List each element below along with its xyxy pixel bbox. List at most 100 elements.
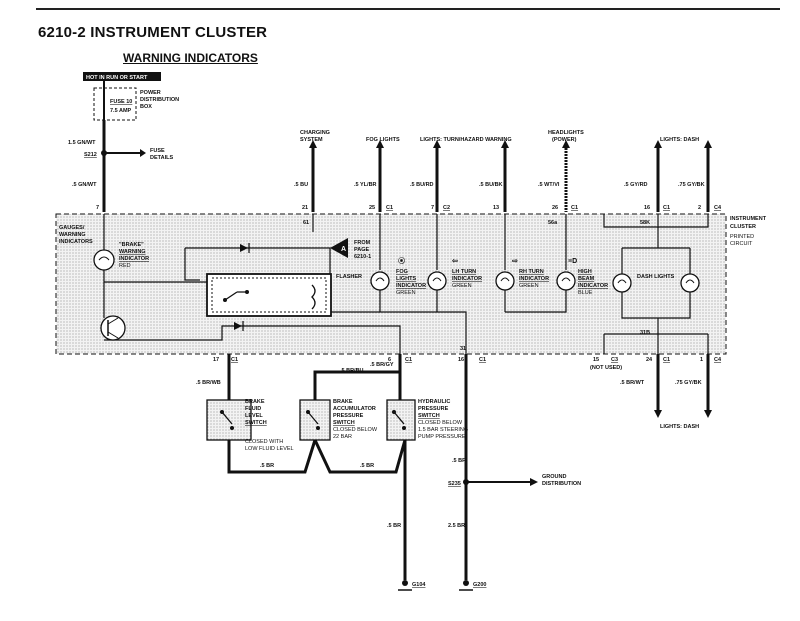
hot-label-box [83, 72, 161, 81]
fuse-box [93, 87, 137, 121]
from-page-letter: A [341, 246, 346, 253]
flasher-box [206, 273, 332, 317]
top-rule [36, 8, 780, 10]
not-used-label: (NOT USED) [590, 365, 622, 371]
rh-ind-3: GREEN [519, 283, 539, 289]
pin-c2: C2 [443, 205, 450, 211]
right-arrow-icon: ⇨ [512, 258, 518, 265]
headlight-symbol-icon: ≡D [568, 258, 577, 265]
fuse-rating: 7.5 AMP [110, 108, 132, 114]
fog-lamp-icon [370, 271, 390, 291]
rh-ind-1: RH TURN [519, 269, 544, 275]
fuse-details-1: FUSE [150, 148, 165, 154]
accum-4: SWITCH [333, 420, 355, 426]
pin-21: 21 [302, 205, 308, 211]
brake-ind-1: "BRAKE" [119, 242, 144, 248]
pin-7: 7 [96, 205, 99, 211]
brake-accumulator-switch [299, 399, 331, 441]
ground-dist-1: GROUND [542, 474, 566, 480]
fog-symbol-icon: ⦿ [398, 256, 405, 265]
pin-c1-c: C1 [663, 205, 670, 211]
pin-1: 1 [700, 357, 703, 363]
wire-15gnwt: 1.5 GN/WT [68, 140, 96, 146]
ground-g200: G200 [473, 582, 486, 588]
node-31b: 31B [640, 330, 650, 336]
pin-6: 6 [388, 357, 391, 363]
hydr-2: PRESSURE [418, 406, 449, 412]
gauges-3: INDICATORS [59, 239, 93, 245]
pc-label-2: CIRCUIT [730, 241, 753, 247]
accum-2: ACCUMULATOR [333, 406, 376, 412]
gauges-2: WARNING [59, 232, 86, 238]
top-dash: LIGHTS: DASH [660, 137, 699, 143]
pin-c4-b: C4 [714, 357, 722, 363]
hydraulic-pressure-switch [386, 399, 416, 441]
pin-16b: 16 [458, 357, 464, 363]
pin-c1-a: C1 [386, 205, 393, 211]
pin-c1-b: C1 [571, 205, 578, 211]
hot-label: HOT IN RUN OR START [86, 75, 148, 81]
dash-lights-label: DASH LIGHTS [637, 274, 675, 280]
pin-c1-e: C1 [405, 357, 412, 363]
fluid-4: SWITCH [245, 420, 267, 426]
top-headlights-2: (POWER) [552, 137, 577, 143]
pin-c1-g: C1 [663, 357, 670, 363]
wire-5burd: .5 BU/RD [410, 182, 434, 188]
accum-1: BRAKE [333, 399, 353, 405]
hydr-3: SWITCH [418, 413, 440, 419]
hydr-6: PUMP PRESSURE [418, 434, 466, 440]
from-page-1: FROM [354, 240, 371, 246]
brake-fluid-switch [206, 399, 252, 441]
fluid-6: LOW FLUID LEVEL [245, 446, 294, 452]
ground-g104-icon [398, 580, 412, 591]
hb-ind-2: BEAM [578, 276, 595, 282]
wire-5gyrd: .5 GY/RD [624, 182, 648, 188]
node-61: 61 [303, 220, 309, 226]
pin-c1-f: C1 [479, 357, 486, 363]
pin-2: 2 [698, 205, 701, 211]
fuse-details-2: DETAILS [150, 155, 173, 161]
wire-5br-4: .5 BR [452, 458, 466, 464]
wire-5br-3: .5 BR [387, 523, 401, 529]
top-wires [311, 148, 710, 212]
ground-dist-2: DISTRIBUTION [542, 481, 581, 487]
pin-c1-d: C1 [231, 357, 238, 363]
ground-g200-icon [459, 580, 473, 591]
fluid-1: BRAKE [245, 399, 265, 405]
from-page-3: 6210-1 [354, 254, 371, 260]
wire-5bu: .5 BU [294, 182, 308, 188]
pdb-line3: BOX [140, 104, 152, 110]
pdb-line1: POWER [140, 90, 161, 96]
bottom-wires [227, 354, 710, 580]
fog-ind-4: GREEN [396, 290, 416, 296]
page-title: 6210-2 INSTRUMENT CLUSTER [38, 24, 268, 41]
hydr-5: 1.5 BAR STEERING [418, 427, 468, 433]
fog-ind-1: FOG [396, 269, 408, 275]
fluid-5: CLOSED WITH [245, 439, 283, 445]
fog-ind-2: LIGHTS [396, 276, 416, 282]
wire-75gybk: .75 GY/BK [678, 182, 705, 188]
pin-17: 17 [213, 357, 219, 363]
internal-wiring [103, 214, 709, 354]
cluster-label-2: CLUSTER [730, 224, 756, 230]
accum-6: 22 BAR [333, 434, 352, 440]
top-charging-1: CHARGING [300, 130, 330, 136]
pin-16: 16 [644, 205, 650, 211]
pin-13: 13 [493, 205, 499, 211]
section-title: WARNING INDICATORS [123, 51, 258, 65]
hydr-4: CLOSED BELOW [418, 420, 463, 426]
brake-ind-2: WARNING [119, 249, 146, 255]
wire-5gnwt: .5 GN/WT [72, 182, 97, 188]
fluid-2: FLUID [245, 406, 261, 412]
pin-c4-a: C4 [714, 205, 722, 211]
pin-15: 15 [593, 357, 599, 363]
gauges-1: GAUGES/ [59, 225, 85, 231]
node-58k: 58K [640, 220, 650, 226]
hb-ind-1: HIGH [578, 269, 592, 275]
splice-s212: S212 [84, 152, 97, 158]
dash-lamp-right-icon [680, 273, 700, 293]
pin-c3: C3 [611, 357, 618, 363]
pdb-line2: DISTRIBUTION [140, 97, 179, 103]
top-turn: LIGHTS: TURN/HAZARD WARNING [420, 137, 512, 143]
